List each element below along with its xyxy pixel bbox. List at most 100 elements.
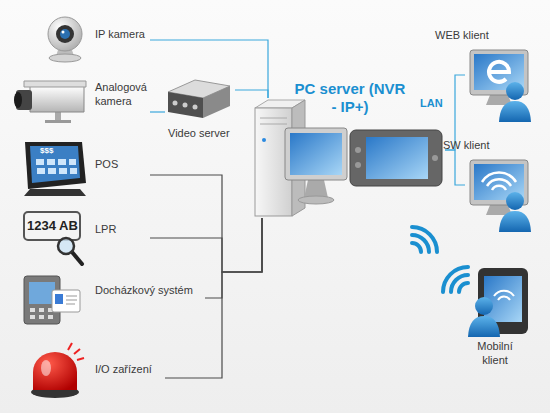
client-node: WEB klient [465, 48, 540, 123]
wireless-waves [451, 275, 468, 292]
pos-terminal-icon [37, 168, 45, 174]
video-server-icon [193, 105, 198, 110]
connector-line [150, 175, 262, 272]
attendance-terminal-icon [39, 315, 44, 319]
pos-terminal-icon [30, 146, 80, 183]
analog-camera-icon [55, 112, 61, 121]
sw-client-icon [482, 173, 516, 182]
node-label: Docházkový systém [95, 283, 205, 297]
node-label: PC server (NVR - IP+) [290, 80, 410, 116]
node-label: Analogová kamera [95, 80, 153, 108]
attendance-terminal-icon [29, 282, 55, 304]
beacon-icon [74, 349, 80, 354]
attendance-terminal-icon [66, 304, 75, 305]
node-label: LPR [95, 222, 145, 236]
webcam-icon [48, 17, 82, 62]
pos-terminal-icon [24, 189, 86, 196]
pos-terminal-icon [70, 168, 77, 174]
connector-line [165, 218, 262, 378]
nvr-device-icon [355, 147, 361, 153]
license-plate-icon [24, 212, 82, 264]
mobile-client-icon [468, 316, 500, 337]
video-server-icon [203, 86, 230, 118]
mobile-client-icon [475, 297, 493, 315]
monitor-icon [285, 128, 347, 180]
license-plate-icon [72, 252, 82, 264]
mobile-client-icon [494, 291, 514, 296]
sw-client-icon [506, 192, 524, 210]
video-server-icon [183, 103, 188, 108]
wireless-waves [459, 283, 468, 292]
web-client-icon [489, 62, 509, 82]
beacon-icon [33, 352, 77, 390]
beacon-icon [68, 343, 72, 350]
wireless-waves [412, 227, 468, 292]
connector-line [445, 75, 465, 150]
video-server-icon [173, 101, 178, 106]
monitor-icon [304, 180, 328, 198]
node-label: Video server [168, 126, 238, 140]
server-node: PC server (NVR - IP+) [250, 98, 445, 218]
attendance-terminal-icon [24, 276, 80, 324]
mobile-client-icon [468, 268, 528, 337]
plate-number: 1234 AB [27, 218, 78, 233]
license-plate-icon [58, 238, 74, 254]
nvr-device-icon [366, 137, 428, 179]
connector-line [205, 218, 262, 298]
screen-text: $$$ [40, 146, 53, 155]
connector-line [150, 40, 268, 98]
mobile-client-icon [484, 276, 522, 322]
wireless-waves [412, 227, 437, 252]
monitor-icon [285, 128, 347, 204]
analog-camera-icon [14, 92, 22, 108]
web-client-icon [499, 101, 531, 122]
attendance-terminal-icon [55, 294, 63, 304]
device-node: Docházkový systém [20, 272, 205, 327]
node-label: IP kamera [95, 27, 155, 41]
nvr-device-icon [350, 130, 442, 186]
beacon-icon [77, 358, 84, 360]
server-tower-icon [260, 124, 287, 125]
pos-terminal-icon [36, 159, 44, 165]
webcam-icon [56, 25, 74, 43]
device-node: POS [20, 140, 150, 195]
analog-camera-icon [30, 86, 84, 112]
attendance-terminal-icon [66, 300, 77, 301]
sw-client-icon [470, 160, 531, 232]
attendance-terminal-icon [39, 308, 44, 312]
monitor-icon [298, 196, 334, 204]
monitor-icon [290, 133, 342, 175]
connector-line [445, 150, 465, 185]
client-node: Mobilní klient [438, 265, 533, 367]
analog-camera-icon [24, 81, 86, 87]
analog-camera-icon [14, 81, 86, 123]
web-client-icon [470, 50, 531, 122]
node-label: I/O zařízení [95, 362, 165, 376]
pos-terminal-icon [69, 159, 76, 165]
pos-terminal-icon [24, 142, 86, 196]
mobile-client-icon [498, 297, 510, 300]
beacon-icon [31, 343, 84, 398]
web-client-icon [506, 82, 524, 100]
server-tower-icon [262, 138, 266, 142]
attendance-terminal-icon [66, 296, 77, 297]
attendance-terminal-icon [30, 308, 35, 312]
nvr-device-icon [355, 162, 361, 168]
video-server-node: Video server [165, 78, 235, 142]
network-label: LAN [420, 97, 443, 109]
connector-line [235, 90, 268, 98]
webcam-icon [60, 29, 70, 39]
video-server-icon [168, 80, 230, 118]
wireless-waves [412, 243, 421, 252]
video-server-icon [168, 92, 203, 118]
sw-client-icon [492, 186, 506, 190]
pos-terminal-icon [47, 159, 55, 165]
connector-line [150, 218, 262, 272]
camera-node: Analogová kamera [18, 78, 150, 122]
pos-terminal-icon [25, 142, 86, 189]
nvr-device-icon [432, 155, 438, 161]
